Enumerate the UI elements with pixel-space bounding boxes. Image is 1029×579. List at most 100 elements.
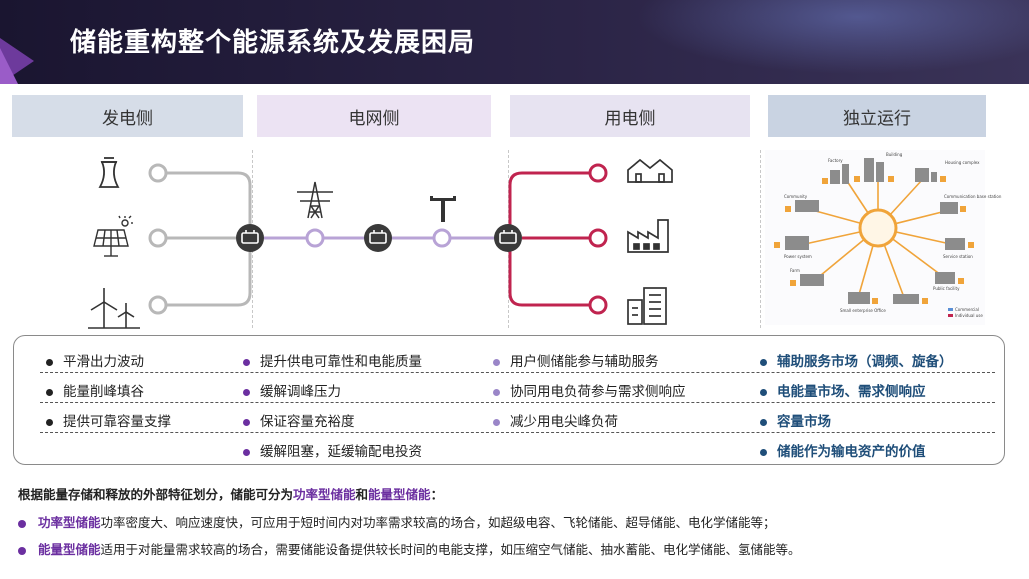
row-divider	[40, 402, 995, 403]
bullet-dot	[760, 358, 767, 366]
banner-accent-small	[0, 48, 18, 84]
transmission-tower-icon	[297, 181, 333, 219]
cooling-tower-icon	[98, 157, 120, 188]
bullet-dot	[46, 388, 53, 396]
header-grid-side: 电网侧	[257, 95, 491, 137]
mg-label-comm-base: Communication base station	[944, 194, 1002, 199]
bullet-dot	[493, 388, 500, 396]
market-function-item: 容量市场	[760, 410, 831, 430]
market-function-text: 容量市场	[777, 414, 831, 430]
market-function-item: 电能量市场、需求侧响应	[760, 380, 926, 400]
user-function-item: 用户侧储能参与辅助服务	[493, 350, 659, 370]
notes-desc: 功率密度大、响应速度快，可应用于短时间内对功率需求较高的场合，如超级电容、飞轮储…	[100, 515, 776, 530]
user-node-ring	[588, 163, 608, 183]
mg-label-power-system: Power system	[784, 254, 812, 259]
bullet-dot	[243, 358, 250, 366]
user-function-text: 协同用电负荷参与需求侧响应	[510, 384, 686, 400]
battery-icon	[236, 224, 264, 252]
gen-function-text: 能量削峰填谷	[63, 384, 144, 400]
utility-pole-icon	[430, 196, 456, 222]
grid-function-item: 缓解调峰压力	[243, 380, 341, 400]
notes-intro-text: 根据能量存储和释放的外部特征划分，储能可分为	[18, 487, 294, 502]
solar-panel-icon	[93, 215, 133, 257]
market-function-item: 辅助服务市场（调频、旋备）	[760, 350, 953, 370]
factory-icon	[627, 219, 669, 253]
row-divider	[40, 432, 995, 433]
functions-panel	[13, 335, 1005, 465]
mg-label-public: Public facility	[933, 286, 960, 291]
bullet-dot	[46, 418, 53, 426]
gen-node-ring	[148, 228, 168, 248]
market-function-text: 储能作为输电资产的价值	[777, 444, 926, 460]
mg-label-individual: Individual use	[955, 313, 983, 318]
houses-icon	[627, 158, 673, 183]
bullet-dot	[760, 388, 767, 396]
notes-colon: ：	[430, 487, 444, 502]
notes-bullet-energy: 能量型储能适用于对能量需求较高的场合，需要储能设备提供较长时间的电能支撑，如压缩…	[18, 539, 801, 558]
bullet-dot	[18, 519, 26, 528]
notes-desc: 适用于对能量需求较高的场合，需要储能设备提供较长时间的电能支撑，如压缩空气储能、…	[100, 542, 801, 557]
gen-function-item: 平滑出力波动	[46, 350, 144, 370]
grid-function-text: 缓解调峰压力	[260, 384, 341, 400]
energy-flow-diagram: Factory Building Housing complex Communi…	[88, 150, 1002, 329]
user-function-text: 用户侧储能参与辅助服务	[510, 354, 659, 370]
battery-icon	[364, 224, 392, 252]
user-function-text: 减少用电尖峰负荷	[510, 414, 618, 430]
battery-icon	[494, 224, 522, 252]
bullet-dot	[493, 418, 500, 426]
bullet-dot	[18, 546, 26, 555]
mg-label-building: Building	[886, 152, 903, 157]
office-building-icon	[627, 287, 667, 325]
column-divider	[760, 150, 761, 328]
bullet-dot	[760, 418, 767, 426]
market-function-text: 辅助服务市场（调频、旋备）	[777, 354, 953, 370]
microgrid-illustration: Factory Building Housing complex Communi…	[765, 150, 1002, 325]
notes-and: 和	[355, 487, 369, 502]
user-node-ring	[588, 228, 608, 248]
bullet-dot	[243, 388, 250, 396]
user-function-item: 协同用电负荷参与需求侧响应	[493, 380, 686, 400]
header-generation-side: 发电侧	[12, 95, 243, 137]
header-independent-operation: 独立运行	[768, 95, 986, 137]
market-function-text: 电能量市场、需求侧响应	[777, 384, 926, 400]
gen-line-top	[166, 171, 252, 226]
mg-label-school: Small enterprise Office	[840, 308, 886, 313]
user-line-bottom	[508, 250, 590, 307]
gen-function-text: 平滑出力波动	[63, 354, 144, 370]
grid-function-text: 保证容量充裕度	[260, 414, 355, 430]
grid-function-item: 缓解阻塞，延缓输配电投资	[243, 440, 422, 460]
grid-node-ring	[432, 228, 452, 248]
notes-term: 功率型储能	[38, 515, 101, 530]
notes-bullet-power: 功率型储能功率密度大、响应速度快，可应用于短时间内对功率需求较高的场合，如超级电…	[18, 512, 776, 531]
mg-label-service: Service station	[943, 254, 973, 259]
mg-label-housing: Housing complex	[945, 160, 980, 165]
grid-node-ring	[305, 228, 325, 248]
bullet-dot	[46, 358, 53, 366]
market-function-item: 储能作为输电资产的价值	[760, 440, 926, 460]
gen-node-ring	[148, 163, 168, 183]
notes-type-power: 功率型储能	[293, 487, 356, 502]
grid-function-item: 提升供电可靠性和电能质量	[243, 350, 422, 370]
gen-function-text: 提供可靠容量支撑	[63, 414, 171, 430]
mg-label-farm: Farm	[790, 268, 800, 273]
grid-function-text: 缓解阻塞，延缓输配电投资	[260, 444, 422, 460]
bullet-dot	[493, 358, 500, 366]
grid-function-item: 保证容量充裕度	[243, 410, 355, 430]
user-function-item: 减少用电尖峰负荷	[493, 410, 618, 430]
grid-function-text: 提升供电可靠性和电能质量	[260, 354, 422, 370]
row-divider	[40, 372, 995, 373]
mg-label-commercial: Commercial	[955, 307, 979, 312]
header-user-side: 用电侧	[510, 95, 750, 137]
gen-function-item: 能量削峰填谷	[46, 380, 144, 400]
title-banner	[0, 0, 1029, 84]
bullet-dot	[243, 418, 250, 426]
user-node-ring	[588, 295, 608, 315]
notes-intro: 根据能量存储和释放的外部特征划分，储能可分为功率型储能和能量型储能：	[18, 484, 443, 503]
mg-label-community: Community	[784, 194, 808, 199]
gen-line-bottom	[166, 250, 252, 307]
gen-node-ring	[148, 295, 168, 315]
bullet-dot	[243, 448, 250, 456]
wind-turbine-icon	[88, 288, 140, 329]
gen-function-item: 提供可靠容量支撑	[46, 410, 171, 430]
notes-type-energy: 能量型储能	[368, 487, 431, 502]
